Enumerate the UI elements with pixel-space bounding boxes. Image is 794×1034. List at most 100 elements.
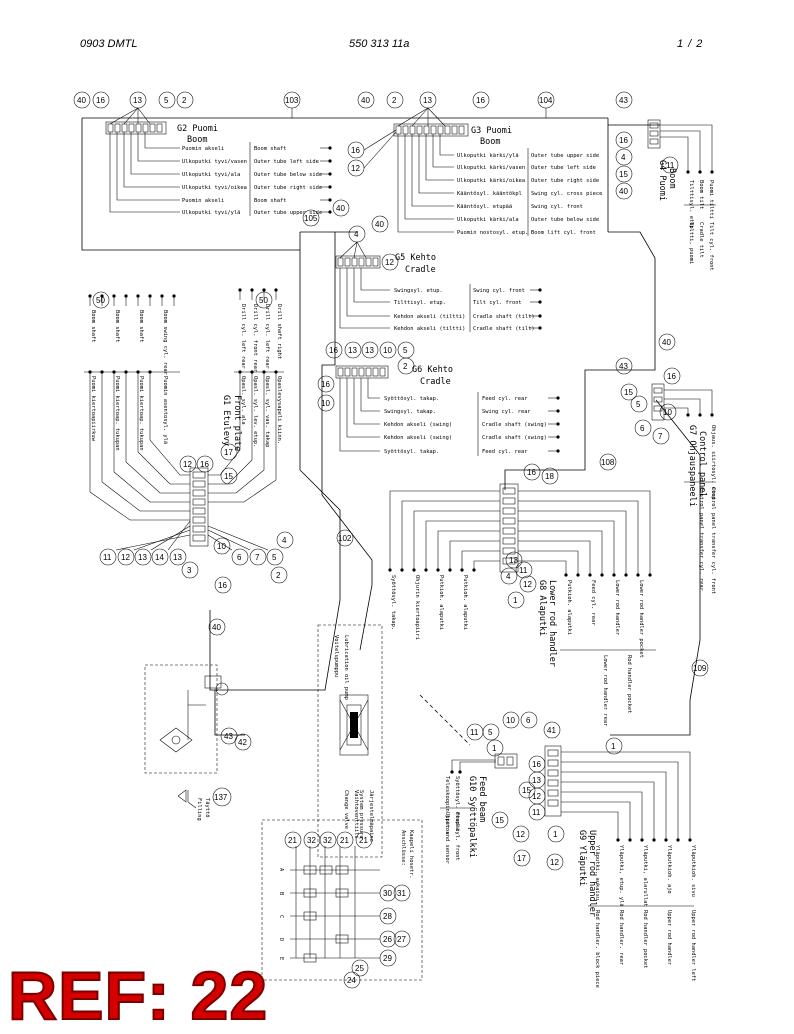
g7-control-panel-block: G7 Ohjauspaneeli Control panel Ohjaus. s… [615,333,716,594]
g1-row-3-fi: Puomin asentosyl. ylä [162,376,168,444]
g9-title: G9 Yläputki [577,830,587,886]
g10-feed-beam-block: G10 Syöttöpalkki Feed beam Syöttösyl. et… [440,711,538,865]
g6-bubble-2: 13 [365,346,374,355]
g1-bubble-9: 14 [155,553,164,562]
g3-row-2-fi: Ulkoputki kärki/oikea [457,178,525,184]
g4-row-3: Tilt cyl. front [708,222,714,271]
g6-row-2-fi: Kehdon akseli (swing) [384,422,452,428]
cable-bubble-3: 21 [359,836,368,845]
g6-bubble-5: 2 [403,362,408,371]
g2-boom-block: G2 Puomi Boom Puomin akseli Boom shaft U… [73,91,332,216]
g1-bubble-7: 12 [121,553,130,562]
g10-bubble-2: 1 [492,744,497,753]
g2-bubble-4: 2 [182,96,187,105]
g8-bubble-7: 13 [509,556,518,565]
g7-title: G7 Ohjauspaneeli [687,425,697,507]
g1-row-7-fi: Opaslevysapeli kiinn. [276,376,282,444]
bus-lines [81,117,701,746]
g2-bubble-2: 13 [133,96,142,105]
g6-bubble-1: 13 [348,346,357,355]
cable-col-e: E [278,957,284,960]
pump-label-1: Filling [196,798,202,821]
g4-row-0: Puomi tiltti [708,180,714,219]
g7-bubble-4: 10 [663,408,672,417]
g2-row-3-en: Outer tube right side [254,185,322,191]
g9-row-1-fi: Yläputkioh. ajo [666,845,672,894]
g7-bubble-3: 5 [636,400,641,409]
g1-bubble-12: 6 [237,553,242,562]
g9-bubble-5: 1 [611,742,616,751]
g1-row-5-fi: Opasl. syl. lev. etup. [252,376,258,447]
g5-row-3-fi: Kehdon akseli (tiltti) [394,326,465,332]
g3-row-0-fi: Ulkoputki kärki/ylä [457,153,519,159]
g5-row-2-en: Cradle shaft (tilt) [473,314,535,320]
g3-title: G3 Puomi [471,126,512,136]
g9-bus-label: 109 [693,664,707,673]
g8-row-3-en: Lower rod handler rear [602,655,608,727]
g8-lower-rod-handler-block: G8 Alaputki Lower rod handler Syöttösyl.… [388,453,656,727]
pump-label-0: Täyttö [204,798,210,817]
g3-row-2-en: Outer tube right side [531,178,599,184]
cable-lines [290,846,380,963]
g7-bubble-7: 43 [619,362,628,371]
g5-bubble-3: 12 [385,258,394,267]
g4-row-1: Boom tilt [698,180,704,209]
cable-bubble-1: 32 [307,836,316,845]
g1-bubble-1: 16 [200,460,209,469]
g3-bus-label: 104 [539,96,553,105]
cable-box-title: Kaapeli hosetr. [408,830,414,879]
pump-bubble-1: 42 [238,738,247,747]
g1-bubble-15: 4 [282,536,287,545]
g10-bubble-5: 10 [506,716,515,725]
g3-bubble-1: 2 [392,96,397,105]
cable-col-c: C [278,915,284,918]
g2-row-5-en: Outer tube upper side [254,210,322,216]
g3-row-5-fi: Ulkoputki kärki/ala [457,217,519,223]
g2-row-1-en: Outer tube left side [254,159,319,165]
g3-row-3-fi: Kääntösyl. kääntökpl [457,191,522,197]
page-number: 1 / 2 [677,38,704,50]
g6-bubble-7: 10 [321,399,330,408]
g10-row-1-en: Upper end sensor [444,812,450,865]
g1-row-6-fi: Opasl. syl. vas. takap [264,376,270,447]
g5-row-2-fi: Kehdon akseli (tiltti) [394,314,465,320]
g6-row-4-fi: Syöttösyl. takap. [384,449,439,455]
g6-row-1-en: Swing cyl. rear [482,409,531,415]
g3-row-6-fi: Puomin nostosyl. etup. [457,230,528,236]
g6-row-3-en: Cradle shaft (swing) [482,435,547,441]
g1-row-3-en: Boom swing cyl. rear [162,310,168,376]
g3-bubble-3: 16 [476,96,485,105]
g8-row-1-fi: Ohjurin kiertoapiiri [414,575,420,640]
g1-row-0-en: Boom shaft [90,310,96,342]
g6-row-0-fi: Syöttösyl. takap. [384,396,439,402]
g3-row-0-en: Outer tube upper side [531,153,599,159]
g10-title: G10 Syöttöpalkki [467,776,477,858]
g1-bubble-top-0: 50 [96,296,105,305]
g2-row-0-en: Boom shaft [254,146,286,152]
g1-title: G1 Etulevy [221,395,231,446]
g10-bubble-0: 11 [470,728,479,737]
g8-bubble-6: 1 [513,596,518,605]
g3-bubble-0: 40 [361,96,370,105]
g10-bubble-6: 6 [526,716,531,725]
g3-row-6-en: Boom lift cyl. front [531,230,596,236]
g3-subtitle: Boom [480,137,500,147]
cable-bubble-5: 31 [397,889,406,898]
g1-bubble-3: 15 [224,472,233,481]
g8-row-0-en: Feed cyl. rear [590,580,596,626]
g1-row-1-en: Boom shaft [114,310,120,342]
g9-row-4-en: Rod handler. block piece [594,910,600,988]
g8-row-0-fi: Syöttösyl. takap. [390,575,396,630]
g7-row-2: Control panel transfer cyl. rear [698,487,704,592]
g5-cradle-block: G5 Kehto Cradle Swingsyl. etup. Swing cy… [302,199,542,332]
g1-subtitle: Front plate [232,395,242,451]
g9-row-0-en: Upper rod handler left [690,910,696,981]
g4-title: G4 Puomi [657,160,667,201]
cable-col-b: B [278,892,284,895]
g1-bubble-4: 3 [187,566,192,575]
lubrication-valve-box: Voitelupumppu Lubrication oil pump Syste… [317,624,383,858]
lubrication-text-4: Change valve [343,790,349,829]
g3-row-1-fi: Ulkoputki kärki/vasen [457,165,525,171]
doc-code: 0903 DMTL [80,38,138,50]
g8-row-3-fi: Putkioh. alaputki [462,575,468,630]
